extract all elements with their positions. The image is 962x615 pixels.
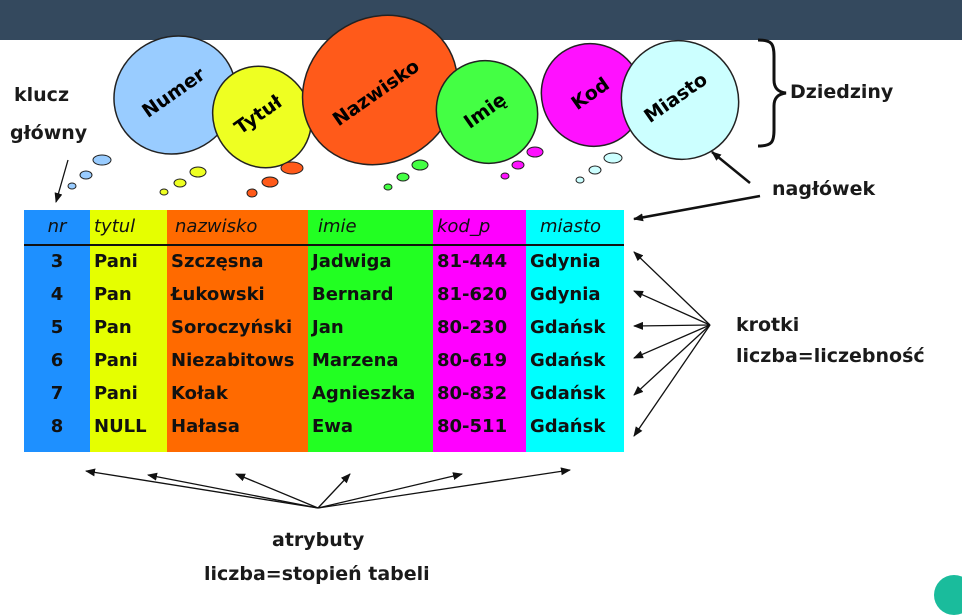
- column-nazwisko: nazwisko Szczęsna Łukowski Soroczyński N…: [167, 210, 308, 452]
- cell-nazwisko: Kołak: [171, 383, 228, 404]
- cell-nr: 3: [50, 251, 64, 272]
- cell-kod: 81-444: [437, 251, 508, 272]
- header-nazwisko: nazwisko: [175, 216, 258, 237]
- cell-miasto: Gdańsk: [530, 350, 606, 371]
- krotki-arrow: [633, 321, 711, 330]
- cell-miasto: Gdańsk: [530, 383, 606, 404]
- header-imie: imie: [318, 216, 357, 237]
- naglowek-arrow-header: [633, 194, 761, 222]
- cell-nazwisko: Soroczyński: [171, 317, 293, 338]
- cell-kod: 80-832: [437, 383, 508, 404]
- header-miasto: miasto: [540, 216, 602, 237]
- atrybuty-arrow: [317, 467, 571, 509]
- cell-kod: 80-511: [437, 416, 508, 437]
- header-nr: nr: [47, 216, 67, 237]
- cell-kod: 81-620: [437, 284, 508, 305]
- cell-imie: Jadwiga: [312, 251, 392, 272]
- atrybuty-arrow: [147, 472, 319, 509]
- cell-tytul: NULL: [94, 416, 147, 437]
- atrybuty-arrow: [317, 473, 351, 509]
- annotation-arrows: [54, 38, 787, 509]
- krotki-arrow: [633, 290, 711, 326]
- cell-tytul: Pani: [94, 350, 138, 371]
- cell-nr: 6: [50, 350, 64, 371]
- cell-nazwisko: Niezabitows: [171, 350, 295, 371]
- naglowek-arrow-cloud: [711, 151, 751, 184]
- cell-imie: Jan: [312, 317, 344, 338]
- dziedziny-brace: [757, 38, 787, 148]
- label-stopien: liczba=stopień tabeli: [204, 563, 430, 585]
- krotki-arrow: [633, 324, 711, 437]
- cell-kod: 80-619: [437, 350, 508, 371]
- cell-imie: Ewa: [312, 416, 354, 437]
- atrybuty-arrow: [85, 468, 319, 509]
- cloud-tytul: [159, 65, 313, 196]
- label-atrybuty: atrybuty: [272, 529, 365, 551]
- header-separator: [24, 244, 624, 246]
- label-naglowek: nagłówek: [772, 178, 876, 200]
- cell-imie: Bernard: [312, 284, 394, 305]
- header-tytul: tytul: [94, 216, 136, 237]
- cell-nr: 8: [50, 416, 64, 437]
- cell-tytul: Pan: [94, 284, 132, 305]
- cell-nr: 7: [50, 383, 64, 404]
- column-kod: kod_p 81-444 81-620 80-230 80-619 80-832…: [433, 210, 526, 452]
- cell-tytul: Pani: [94, 251, 138, 272]
- klucz-arrow: [54, 159, 69, 203]
- label-glowny: główny: [10, 122, 88, 144]
- domain-clouds: [67, 14, 740, 198]
- cloud-miasto: [575, 39, 740, 184]
- cell-nr: 5: [50, 317, 64, 338]
- header-kod: kod_p: [437, 216, 491, 237]
- label-liczebnosc: liczba=liczebność: [736, 345, 925, 367]
- column-miasto: miasto Gdynia Gdynia Gdańsk Gdańsk Gdańs…: [526, 210, 624, 452]
- krotki-arrow: [633, 324, 711, 359]
- cell-miasto: Gdynia: [530, 251, 601, 272]
- cell-miasto: Gdańsk: [530, 416, 606, 437]
- top-bar: [0, 0, 962, 40]
- cell-imie: Marzena: [312, 350, 399, 371]
- cell-tytul: Pan: [94, 317, 132, 338]
- column-nr: nr 3 4 5 6 7 8: [24, 210, 90, 452]
- cloud-kod: [500, 42, 644, 180]
- cell-kod: 80-230: [437, 317, 508, 338]
- atrybuty-arrow: [317, 472, 463, 509]
- cell-nazwisko: Łukowski: [171, 284, 265, 305]
- column-imie: imie Jadwiga Bernard Jan Marzena Agniesz…: [308, 210, 433, 452]
- cell-miasto: Gdańsk: [530, 317, 606, 338]
- cloud-imie: [383, 59, 539, 191]
- cell-miasto: Gdynia: [530, 284, 601, 305]
- cell-imie: Agnieszka: [312, 383, 416, 404]
- krotki-arrow: [633, 251, 711, 326]
- cloud-nazwisko: [246, 14, 459, 198]
- column-tytul: tytul Pani Pan Pan Pani Pani NULL: [90, 210, 167, 452]
- label-krotki: krotki: [736, 314, 800, 336]
- cell-nr: 4: [50, 284, 64, 305]
- krotki-arrow: [633, 324, 711, 396]
- cell-nazwisko: Hałasa: [171, 416, 240, 437]
- atrybuty-arrow: [235, 473, 319, 509]
- corner-decoration: [934, 575, 962, 615]
- cell-tytul: Pani: [94, 383, 138, 404]
- cell-nazwisko: Szczęsna: [171, 251, 264, 272]
- label-klucz: klucz: [14, 84, 69, 106]
- cloud-numer: [67, 35, 237, 190]
- label-dziedziny: Dziedziny: [790, 81, 894, 103]
